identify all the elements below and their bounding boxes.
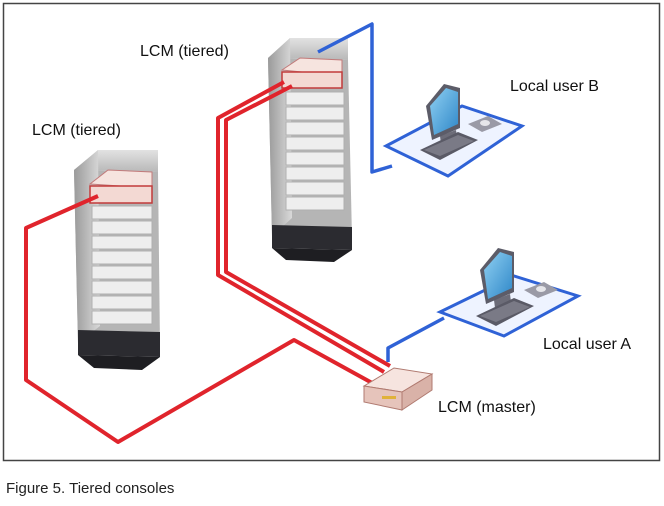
- workstation-user-a: [436, 248, 582, 338]
- red-cable-right-rack-to-master: [216, 80, 386, 374]
- blue-cable-master-to-user-a: [386, 316, 445, 362]
- red-cable-left-rack-to-master: [24, 194, 375, 444]
- rack-left-units: [91, 205, 153, 325]
- blue-cable-right-rack-to-user-b: [317, 22, 393, 174]
- user-b-mouse-pad-icon: [468, 116, 502, 132]
- user-a-monitor-icon: [480, 248, 514, 316]
- figure-caption: Figure 5. Tiered consoles: [6, 480, 175, 497]
- tiered-consoles-diagram: LCM (tiered) LCM (tiered) Local user B L…: [2, 2, 661, 462]
- red-cables: [24, 80, 391, 444]
- label-lcm-tiered-left: LCM (tiered): [32, 122, 121, 139]
- rack-right: [268, 38, 352, 262]
- blue-cables: [317, 22, 445, 362]
- label-lcm-master: LCM (master): [438, 399, 536, 416]
- lcm-master-unit: [362, 367, 434, 411]
- lcm-tiered-right-unit: [280, 57, 343, 89]
- user-a-mouse-pad-icon: [524, 282, 558, 298]
- workstation-user-b: [382, 84, 526, 178]
- label-lcm-tiered-right: LCM (tiered): [140, 43, 229, 60]
- label-local-user-a: Local user A: [543, 336, 631, 353]
- user-a-keyboard-icon: [476, 298, 534, 326]
- lcm-tiered-left-unit: [88, 169, 153, 204]
- rack-right-units: [285, 91, 345, 211]
- rack-left: [74, 150, 160, 370]
- label-local-user-b: Local user B: [510, 78, 599, 95]
- red-cable-right-rack-to-master-b: [224, 84, 391, 368]
- user-b-keyboard-icon: [420, 132, 478, 160]
